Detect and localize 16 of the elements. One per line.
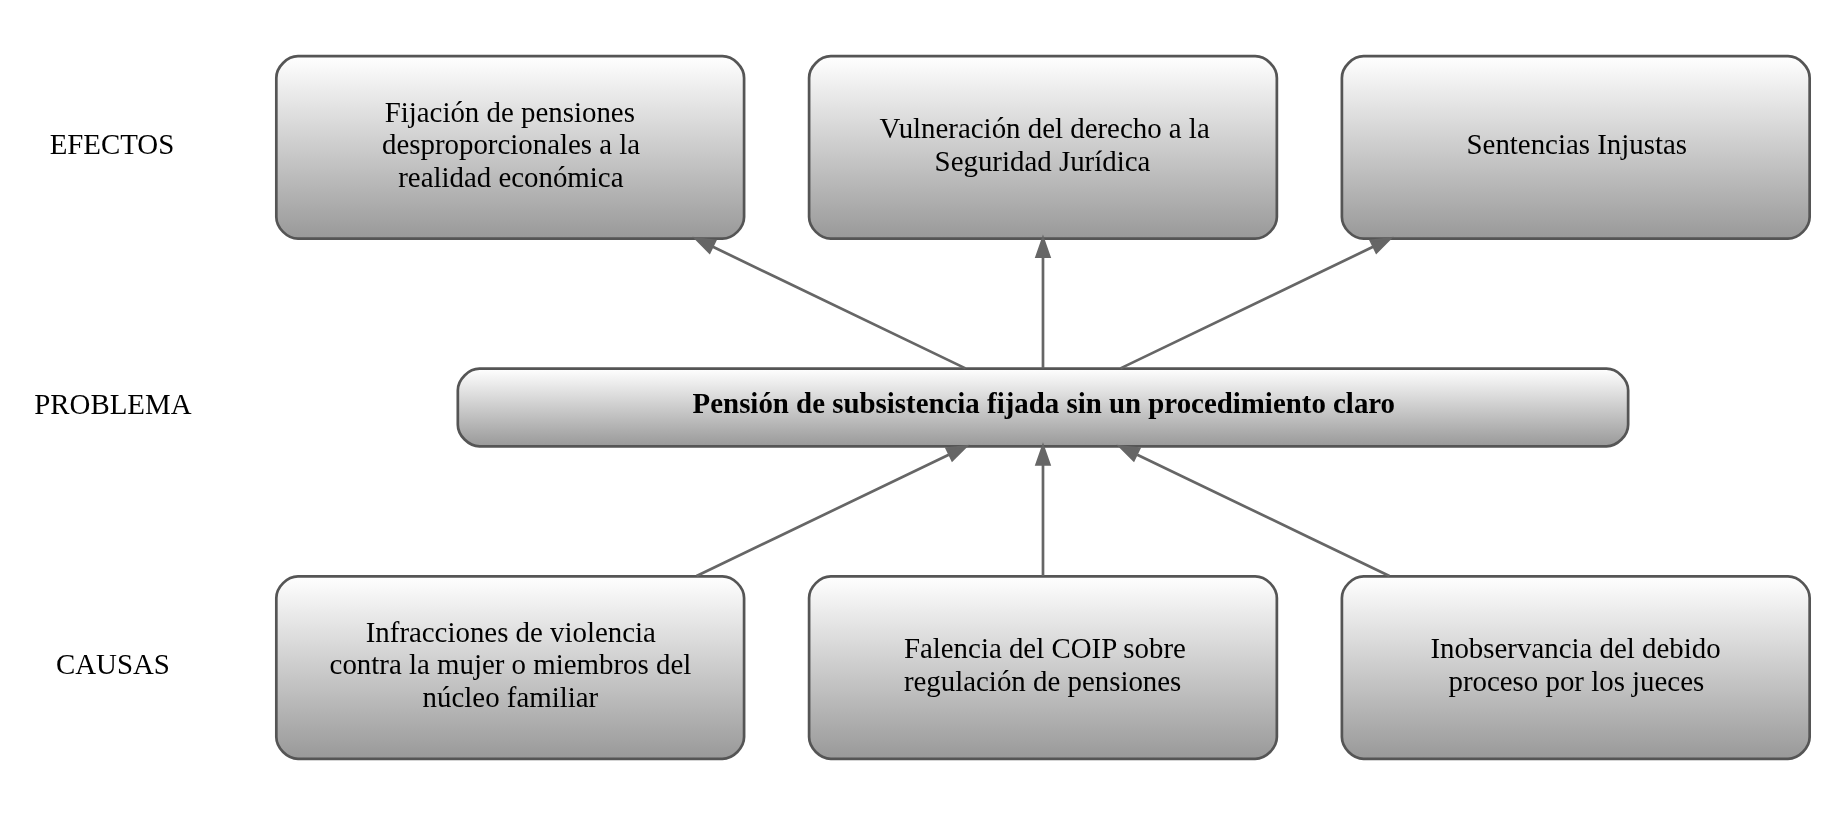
label: EFECTOS [49,127,175,160]
label: PROBLEMA [34,387,192,420]
label: CAUSAS [55,647,170,680]
arrow [1119,236,1394,370]
arrow [692,236,967,370]
arrow [1034,441,1052,576]
node-box: Pensión de subsistencia fijada sin un procedimiento claro [456,366,1630,448]
node-box: Falencia del COIP sobre regulación de pensiones [807,574,1279,760]
arrow [1116,444,1390,577]
arrow [695,444,970,577]
node-box: Inobservancia del debido proceso por los jueces [1340,574,1811,760]
node-box: Vulneración del derecho a la Seguridad Jurídica [807,54,1279,240]
node-box: Sentencias Injustas [1340,54,1811,240]
node-box: Fijación de pensiones desproporcionales a la realidad económica [274,54,746,240]
node-box: Infracciones de violencia contra la mujer o miembros del núcleo familiar [274,574,746,760]
arrow [1034,234,1052,368]
